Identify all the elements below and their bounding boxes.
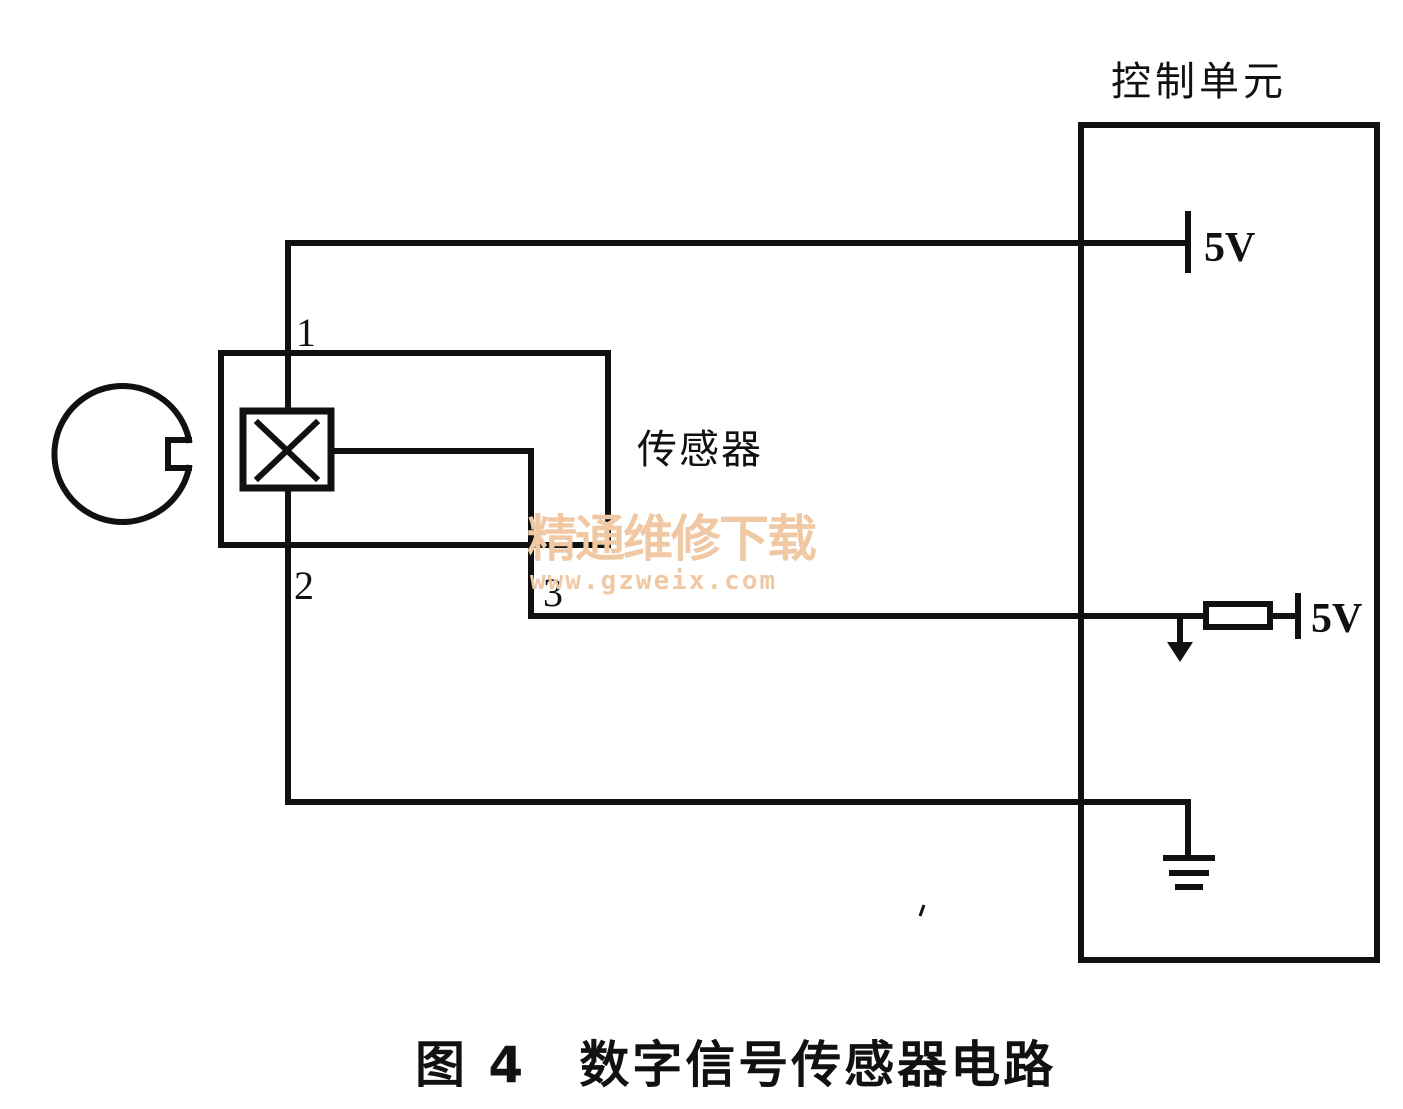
pullup-voltage-label: 5V [1311,596,1363,642]
hall-element-cross-b [253,418,321,483]
speck [918,904,926,917]
pin-1-label: 1 [296,310,316,355]
signal-arrow-head [1167,642,1193,662]
control-unit-box [1078,122,1380,963]
sensor-label: 传感器 [637,427,763,473]
signal-wire [328,448,1183,619]
pullup-resistor [1203,601,1273,630]
figure-caption: 图 4 数字信号传感器电路 [415,1036,1057,1094]
supply-wire [285,240,1189,540]
control-unit-title: 控制单元 [1111,59,1287,105]
trigger-wheel-notch [165,437,192,471]
sensor-housing [218,350,611,548]
pin-3-label: 3 [543,570,563,615]
supply-voltage-label: 5V [1204,225,1256,271]
pin-2-label: 2 [294,563,314,608]
trigger-wheel [51,383,193,525]
watermark-url: www.gzweix.com [530,566,778,596]
watermark-cn: 精通维修下载 [527,510,817,568]
ground-wire [285,485,1191,858]
